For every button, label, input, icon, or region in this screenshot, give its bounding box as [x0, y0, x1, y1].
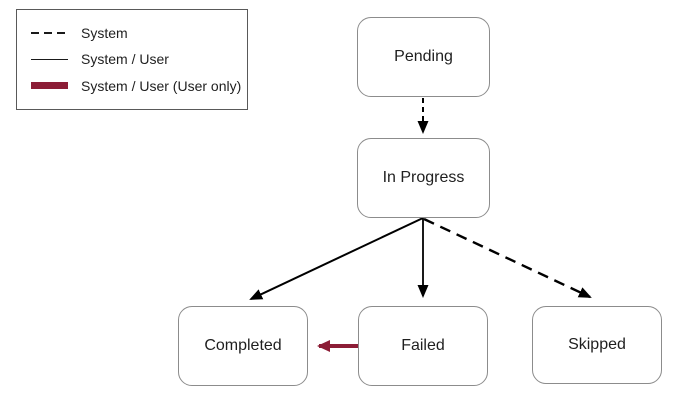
- state-node-label: Skipped: [568, 336, 626, 353]
- edge-in-progress-to-skipped: [423, 217, 592, 299]
- state-node-completed: Completed: [178, 306, 308, 386]
- legend: System System / User System / User (User…: [16, 9, 248, 110]
- legend-item-user-only: System / User (User only): [31, 77, 242, 94]
- legend-item-system: System: [31, 25, 239, 41]
- state-node-label: Failed: [401, 337, 445, 354]
- legend-label-system-user: System / User: [81, 51, 169, 68]
- state-node-failed: Failed: [358, 306, 488, 386]
- state-node-label: Completed: [204, 337, 282, 354]
- legend-label-user-only: System / User (User only): [81, 77, 242, 94]
- thick-red-line-swatch: [31, 82, 68, 90]
- state-node-label: Pending: [394, 48, 453, 65]
- state-node-pending: Pending: [357, 17, 490, 97]
- edge-in-progress-to-completed: [249, 217, 424, 300]
- state-node-in-progress: In Progress: [357, 138, 490, 218]
- legend-item-system-user: System / User: [31, 51, 239, 67]
- solid-line-swatch: [31, 58, 68, 61]
- state-node-label: In Progress: [382, 169, 465, 186]
- legend-label-system: System: [81, 25, 128, 42]
- state-node-skipped: Skipped: [532, 306, 662, 384]
- dashed-line-swatch: [31, 32, 68, 35]
